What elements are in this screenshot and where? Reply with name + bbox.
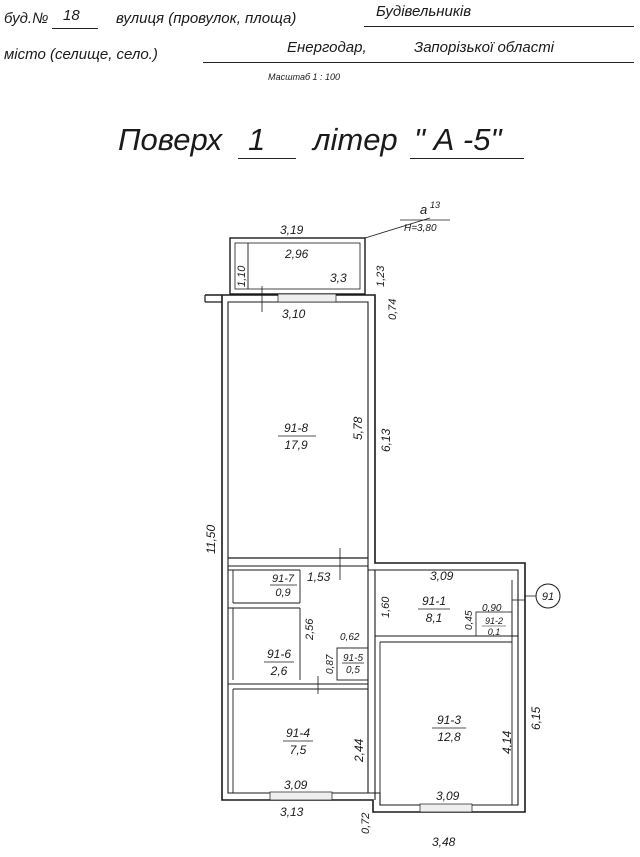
balcony-leader xyxy=(364,217,431,239)
inner-wall-line xyxy=(227,301,519,806)
room-91-4-id: 91-4 xyxy=(286,726,310,740)
dim-309-lower-right: 3,09 xyxy=(436,789,460,803)
balcony-code: a xyxy=(420,202,427,217)
balcony-code-sup: 13 xyxy=(430,200,440,210)
building-number-value: 18 xyxy=(63,7,80,24)
room-91-3-id: 91-3 xyxy=(437,713,461,727)
city-value: Енергодар, xyxy=(287,39,367,56)
dim-045: 0,45 xyxy=(464,610,475,630)
building-number-label: буд.№ xyxy=(4,10,49,27)
room-91-2-area: 0,1 xyxy=(488,627,501,637)
room-91-7-id: 91-7 xyxy=(272,573,295,585)
floor-underline xyxy=(238,158,296,159)
letter-label: літер xyxy=(313,122,398,157)
dim-balcony-outer: 3,19 xyxy=(280,223,304,237)
letter-value: " А -5" xyxy=(414,122,502,157)
room-91-3-area: 12,8 xyxy=(437,730,461,744)
window-bottom-right xyxy=(419,803,473,813)
room-91-8-area: 17,9 xyxy=(284,438,308,452)
street-label: вулиця (провулок, площа) xyxy=(116,10,297,27)
dim-074: 0,74 xyxy=(387,299,399,320)
closet-91-2 xyxy=(475,611,513,637)
balcony-inner xyxy=(234,242,361,290)
floor-number: 1 xyxy=(248,122,266,157)
dim-087: 0,87 xyxy=(325,654,336,674)
room-91-7-area-value: 0,9 xyxy=(275,587,290,599)
street-underline xyxy=(364,26,634,27)
building-number-underline xyxy=(52,28,98,29)
balcony-height: H=3,80 xyxy=(404,223,437,234)
room-91-6-id: 91-6 xyxy=(267,647,291,661)
dim-414: 4,14 xyxy=(500,730,514,754)
room-91-1-area: 8,1 xyxy=(426,611,443,625)
window-bottom-left xyxy=(269,791,333,801)
city-label: місто (селище, село.) xyxy=(4,46,158,63)
city-underline xyxy=(203,62,634,63)
street-value: Будівельників xyxy=(376,3,472,20)
floor-label: Поверх xyxy=(118,122,223,157)
room-91-2-id: 91-2 xyxy=(485,616,503,626)
region-value: Запорізької області xyxy=(414,39,555,56)
dim-balcony-right: 1,23 xyxy=(375,265,387,287)
dim-balcony-left: 1,10 xyxy=(236,265,248,287)
outer-wall xyxy=(205,294,526,813)
dim-615: 6,15 xyxy=(529,706,543,730)
scale-note: Масштаб 1 : 100 xyxy=(268,72,341,82)
dim-top-room-width: 3,10 xyxy=(282,307,306,321)
dim-256: 2,56 xyxy=(304,618,316,641)
dim-309-top: 3,09 xyxy=(430,569,454,583)
dim-153: 1,53 xyxy=(307,570,331,584)
room-91-1-id: 91-1 xyxy=(422,594,446,608)
room-91-5-area: 0,5 xyxy=(346,665,360,676)
dim-160: 1,60 xyxy=(380,596,392,618)
room-91-4-area: 7,5 xyxy=(290,743,307,757)
dim-balcony-inner: 2,96 xyxy=(284,247,309,261)
dim-062: 0,62 xyxy=(340,632,360,643)
dim-overall-height: 11,50 xyxy=(204,525,218,554)
window-top xyxy=(277,293,337,303)
apartment-marker-label: 91 xyxy=(542,591,554,603)
room-91-6-area: 2,6 xyxy=(270,664,288,678)
dim-348: 3,48 xyxy=(432,835,456,849)
letter-underline xyxy=(410,158,524,159)
dim-313: 3,13 xyxy=(280,805,304,819)
balcony-area: 3,3 xyxy=(330,271,347,285)
dim-090: 0,90 xyxy=(482,603,502,614)
room-91-5-id: 91-5 xyxy=(343,653,363,664)
dim-578: 5,78 xyxy=(351,416,365,440)
dim-244: 2,44 xyxy=(352,738,366,763)
dim-309-lower-left: 3,09 xyxy=(284,778,308,792)
room-91-8-id: 91-8 xyxy=(284,421,308,435)
dim-072: 0,72 xyxy=(360,813,372,834)
dim-613: 6,13 xyxy=(379,428,393,452)
